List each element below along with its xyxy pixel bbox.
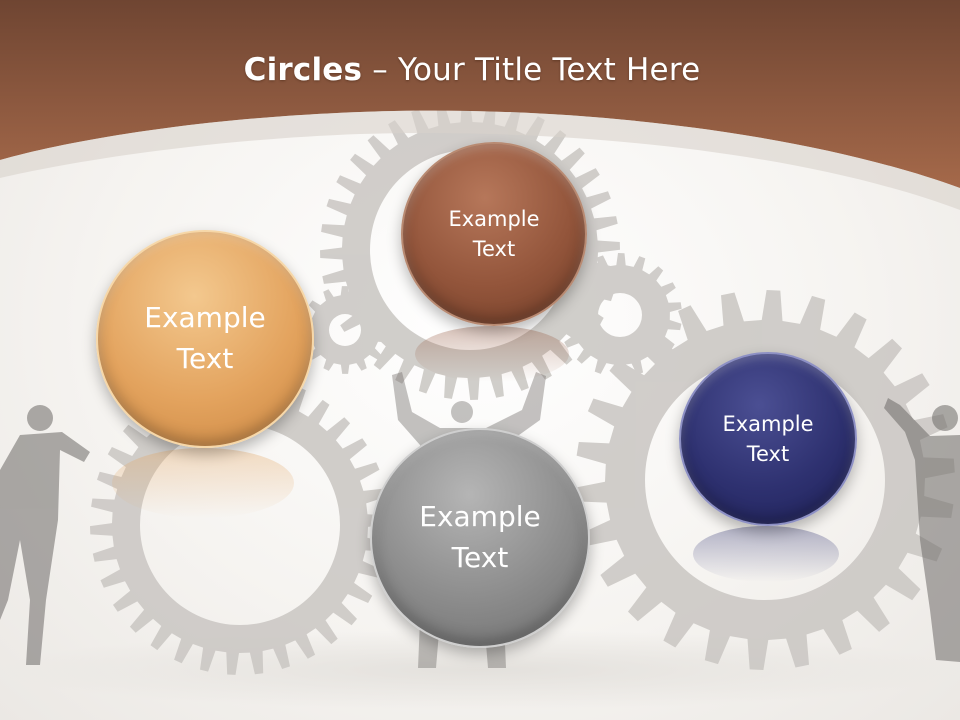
- title-bold: Circles: [243, 52, 363, 88]
- circle-navy[interactable]: Example Text: [679, 352, 857, 526]
- circle-reflection-orange: [112, 448, 294, 518]
- circle-label-line1: Example: [448, 206, 540, 231]
- person-right-silhouette: [884, 398, 960, 662]
- circle-label-line2: Text: [451, 541, 509, 574]
- title-rest: – Your Title Text Here: [362, 52, 701, 88]
- person-left-silhouette: [0, 405, 90, 665]
- gear-large-right: [575, 290, 955, 670]
- circle-label-line1: Example: [144, 301, 266, 335]
- gear-illustration: [90, 100, 955, 675]
- circle-orange[interactable]: Example Text: [96, 230, 314, 448]
- circle-label-line2: Text: [472, 237, 516, 261]
- circle-brown[interactable]: Example Text: [401, 142, 587, 326]
- circle-gray[interactable]: Example Text: [370, 428, 590, 648]
- gear-small-left: [301, 286, 389, 374]
- page-title: Circles – Your Title Text Here: [0, 52, 944, 88]
- circle-label-line2: Text: [176, 342, 234, 375]
- circle-reflection-navy: [693, 526, 839, 582]
- gear-large-left: [90, 375, 390, 675]
- gear-small-center: [558, 253, 682, 377]
- circle-reflection-brown: [415, 326, 569, 382]
- circle-label-line2: Text: [746, 442, 790, 466]
- circle-label-line1: Example: [419, 500, 541, 534]
- circle-label-line1: Example: [722, 411, 814, 436]
